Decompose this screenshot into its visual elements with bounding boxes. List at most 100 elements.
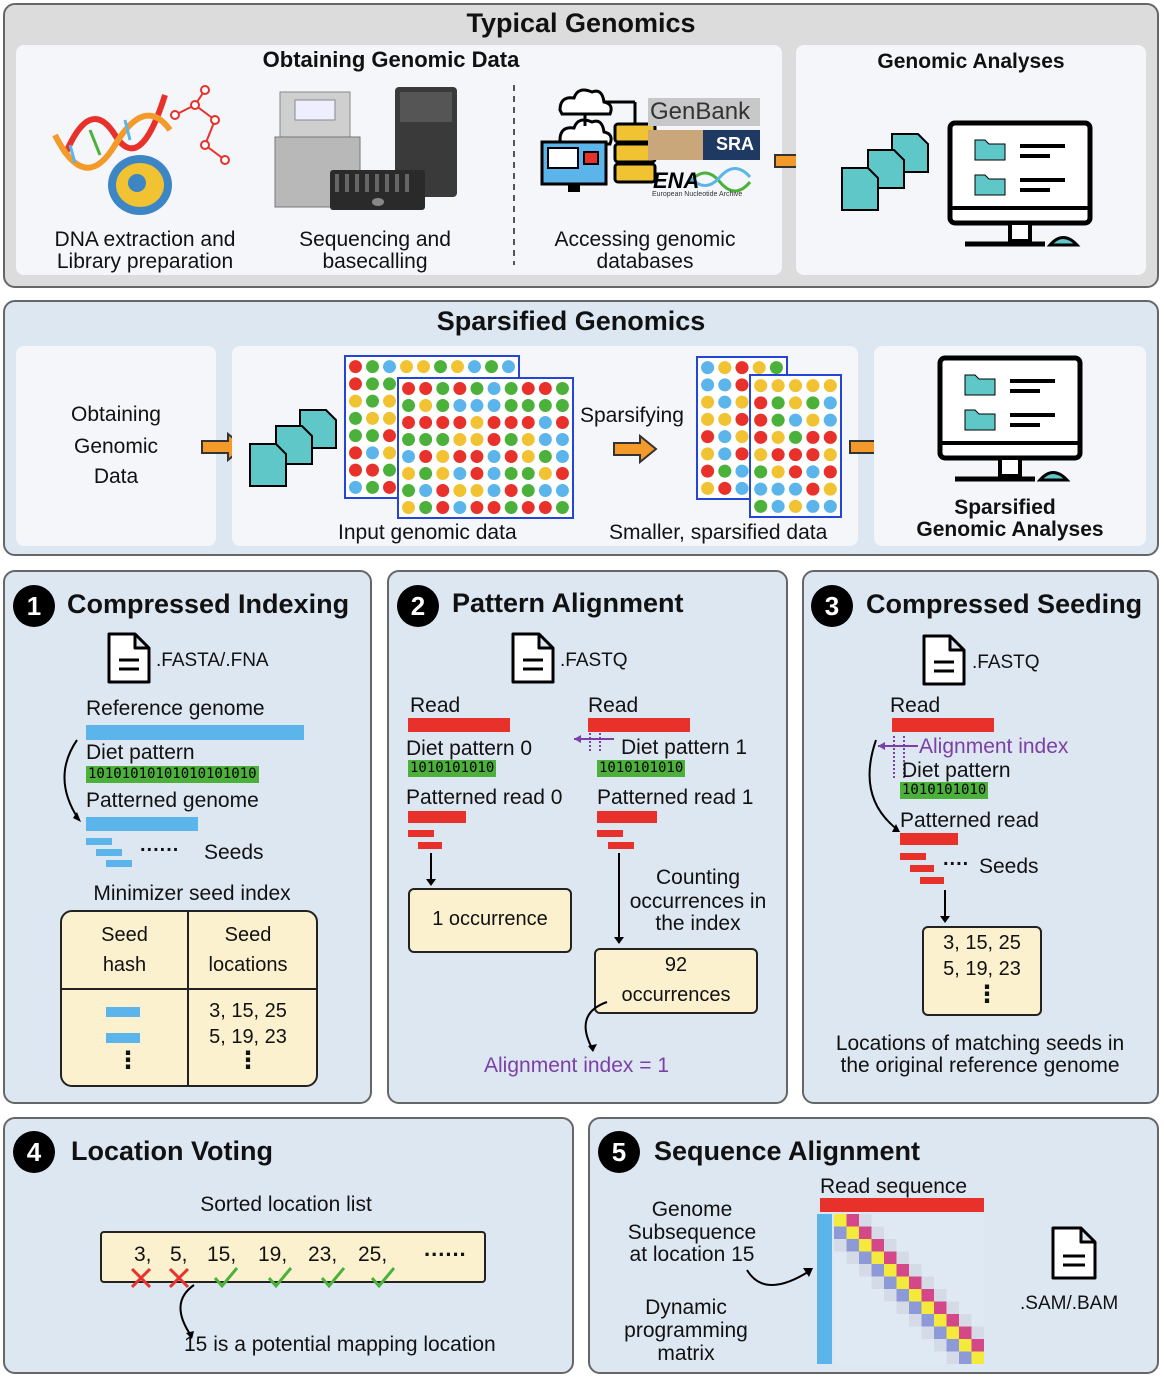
dp-cell <box>934 1289 947 1302</box>
check-icon <box>213 1267 239 1289</box>
nucleotide-dot <box>788 499 803 513</box>
input-data-label: Input genomic data <box>338 521 517 544</box>
dp-cell <box>834 1226 847 1239</box>
step-number-2: 2 <box>397 585 439 627</box>
nucleotide-dot <box>383 463 396 477</box>
nucleotide-dot <box>771 482 785 496</box>
nucleotide-dot <box>485 360 498 374</box>
nucleotide-dot <box>521 433 535 446</box>
nucleotide-dot <box>788 448 803 462</box>
sam-bam-file-label: .SAM/.BAM <box>1020 1293 1119 1314</box>
dp-cell <box>959 1264 972 1277</box>
col-seed-hash-1: Seed <box>101 924 148 946</box>
nucleotide-dot <box>468 360 481 374</box>
dp-cell <box>909 1351 922 1364</box>
nucleotide-dot <box>788 379 803 393</box>
nucleotide-dot <box>504 501 518 514</box>
dp-line2: programming <box>624 1319 748 1342</box>
obtaining-divider <box>513 85 515 265</box>
dp-cell <box>834 1314 847 1327</box>
nucleotide-dot <box>487 399 501 412</box>
dp-cell <box>859 1239 872 1252</box>
dp-cell <box>909 1239 922 1252</box>
nucleotide-dot <box>771 448 785 462</box>
nucleotide-dot <box>383 411 396 425</box>
nucleotide-dot <box>754 482 768 496</box>
dp-cell <box>834 1301 847 1314</box>
ninety-two-occurrences-box <box>594 948 758 1014</box>
nucleotide-dot <box>735 378 749 392</box>
nucleotide-dot <box>823 379 837 393</box>
dp-cell <box>934 1351 947 1364</box>
nucleotide-dot <box>383 377 396 391</box>
dp-cell <box>909 1214 922 1227</box>
dp-cell <box>971 1239 984 1252</box>
read-bar <box>892 718 994 732</box>
occ92-line2: occurrences <box>621 984 731 1006</box>
nucleotide-dot <box>701 447 715 461</box>
file-icon <box>1051 1226 1097 1280</box>
dp-cell <box>909 1314 922 1327</box>
nucleotide-dot <box>349 360 362 374</box>
nucleotide-dot <box>402 467 416 480</box>
nucleotide-dot <box>504 382 518 395</box>
sp-obtaining-line2: Genomic <box>73 435 159 458</box>
dp-cell <box>946 1314 959 1327</box>
dp-cell <box>859 1351 872 1364</box>
diet-pattern-bits: 10101010101010101010 <box>86 766 259 783</box>
fastq-file-label: .FASTQ <box>560 650 628 671</box>
dp-cell <box>834 1289 847 1302</box>
dp-cell <box>921 1289 934 1302</box>
one-occurrence-box <box>408 888 572 953</box>
read-sequence-label: Read sequence <box>820 1175 968 1198</box>
patterned-genome-bar <box>86 817 198 831</box>
nucleotide-dot <box>436 467 450 480</box>
one-occurrence-label: 1 occurrence <box>432 908 548 930</box>
seed-bar <box>408 830 434 837</box>
nucleotide-dot <box>521 382 535 395</box>
nucleotide-dot <box>555 501 569 514</box>
dp-cell <box>846 1276 859 1289</box>
loc-item-5: 23, <box>308 1243 338 1266</box>
nucleotide-dot <box>701 464 715 478</box>
dp-cell <box>884 1239 897 1252</box>
nucleotide-dot <box>383 394 396 408</box>
nucleotide-dot <box>366 360 379 374</box>
nucleotide-dot <box>538 450 552 463</box>
dp-cell <box>871 1276 884 1289</box>
loc-item-3: 15, <box>207 1243 237 1266</box>
dp-cell <box>846 1289 859 1302</box>
dp-cell <box>959 1289 972 1302</box>
patterned-read-0-bar <box>408 811 466 823</box>
nucleotide-dot <box>823 430 837 444</box>
nucleotide-dot <box>453 416 467 429</box>
nucleotide-dot <box>754 430 768 444</box>
dp-cell <box>846 1326 859 1339</box>
dp-cell <box>871 1301 884 1314</box>
compressed-seeding-panel <box>802 570 1159 1104</box>
nucleotide-dot <box>470 433 484 446</box>
shift-marker <box>574 733 614 753</box>
nucleotide-dot <box>487 382 501 395</box>
dp-cell <box>859 1326 872 1339</box>
dp-cell <box>959 1326 972 1339</box>
pattern-alignment-title: Pattern Alignment <box>452 588 684 618</box>
nucleotide-dot <box>504 484 518 497</box>
diet-pattern-0-label: Diet pattern 0 <box>406 737 533 760</box>
nucleotide-dot <box>823 413 837 427</box>
dp-cell <box>859 1264 872 1277</box>
nucleotide-dot <box>538 382 552 395</box>
nucleotide-dot <box>487 484 501 497</box>
dp-cell <box>859 1251 872 1264</box>
dp-cell <box>871 1339 884 1352</box>
seed-bar <box>86 838 112 845</box>
nucleotide-dot <box>735 412 749 426</box>
nucleotide-dot <box>504 467 518 480</box>
loc-item-6: 25, <box>358 1243 388 1266</box>
sequencer-illustration <box>274 87 457 210</box>
diet-pattern-1-bits: 1010101010 <box>597 760 686 777</box>
compressed-seeding-title: Compressed Seeding <box>866 589 1143 619</box>
dp-cell <box>934 1301 947 1314</box>
dp-cell <box>896 1214 909 1227</box>
dp-cell <box>934 1339 947 1352</box>
